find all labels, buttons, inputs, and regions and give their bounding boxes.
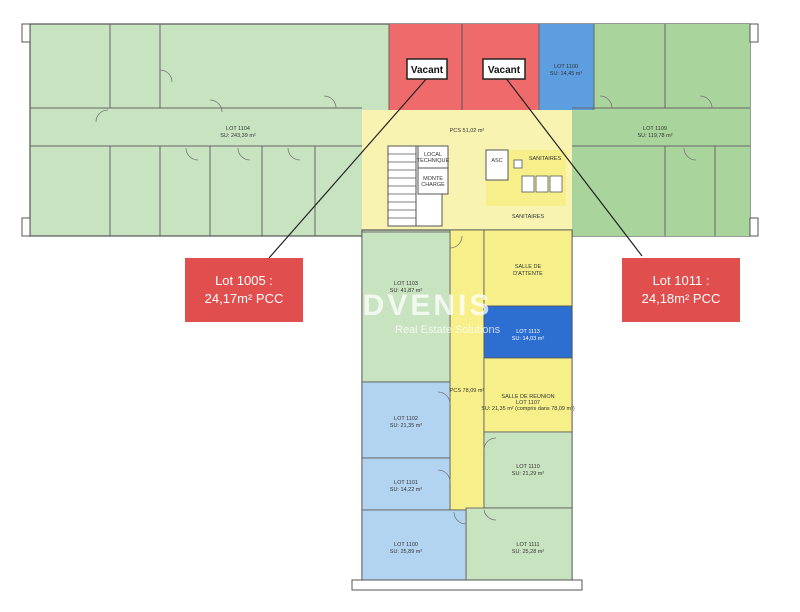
vacant-a-text: Vacant [411, 65, 444, 76]
lot-1103-zone [361, 231, 451, 383]
salle-attente-line2: D'ATTENTE [513, 271, 543, 277]
callout-lines [268, 76, 643, 259]
elevator [485, 149, 509, 181]
lot-1109-label: LOT 1109 [643, 126, 667, 132]
sanitary-cabins [513, 159, 563, 193]
lot-1101-zone [361, 457, 451, 511]
local-tech-line1: LOCAL [424, 152, 442, 158]
salle-reunion-line2: LOT 1107 [516, 400, 540, 406]
lot-1110-area: SU: 21,29 m² [512, 471, 545, 477]
lot-1100b-label: LOT 1100 [394, 542, 418, 548]
lot-1111-zone [465, 507, 573, 581]
sanitaires-bottom: SANITAIRES [512, 214, 545, 220]
callout-right-line2: 24,18m² PCC [641, 291, 721, 306]
monte-line1: MONTE [423, 176, 443, 182]
lot-1113-label: LOT 1113 [516, 329, 540, 335]
local-tech-line2: TECHNIQUE [417, 158, 450, 164]
callout-lot-1011: Lot 1011 : 24,18m² PCC [622, 258, 740, 322]
bottom-door-arcs [437, 235, 497, 525]
watermark: ADVENIS Real Estate Solutions [297, 287, 501, 336]
facade-bottom [351, 579, 583, 591]
lot-1100-zone [539, 24, 594, 110]
top-wing-walls [30, 24, 750, 236]
room-labels: LOT 1104 SU: 243,39 m² LOT 1100 SU: 14,4… [220, 64, 672, 555]
lot-1100-label: LOT 1100 [554, 64, 578, 70]
salle-reunion-line3: SU: 21,35 m² (compris dans 78,09 m²) [481, 406, 575, 412]
callout-lot-1005: Lot 1005 : 24,17m² PCC [185, 258, 303, 322]
right-wing-zone-2 [565, 110, 635, 236]
salle-reunion [483, 357, 573, 433]
lot-1102-label: LOT 1102 [394, 416, 418, 422]
lot-1113-area: SU: 14,03 m² [512, 336, 545, 342]
lot-1102-zone [361, 381, 451, 459]
monte-line2: CHARGE [421, 182, 445, 188]
lot-1101-area: SU: 14,22 m² [390, 487, 423, 493]
lot-1100-area: SU: 14,45 m² [550, 71, 583, 77]
watermark-brand: ADVENIS [338, 289, 492, 322]
lot-1110-label: LOT 1110 [516, 464, 540, 470]
vacant-b-text: Vacant [488, 65, 521, 76]
lot-1101-label: LOT 1101 [394, 480, 418, 486]
facade-end-right [749, 23, 759, 43]
pcs-top-label: PCS 51,02 m² [450, 128, 485, 134]
lot-1104-label: LOT 1104 [226, 126, 250, 132]
salle-attente [483, 229, 573, 307]
lot-1110-zone [483, 431, 573, 509]
pcs-mid-label: PCS 78,09 m² [450, 388, 485, 394]
monte-charge [417, 167, 449, 195]
callout-right-line1: Lot 1011 : [652, 273, 710, 288]
lot-1103-label: LOT 1103 [394, 281, 418, 287]
lot-1104-area: SU: 243,39 m² [220, 133, 256, 139]
lot-1100b-zone [361, 509, 467, 581]
lot-1111-label: LOT 1111 [516, 542, 539, 548]
vacant-badge-b: Vacant [482, 58, 526, 80]
salle-reunion-line1: SALLE DE REUNION [501, 394, 554, 400]
salle-attente-line1: SALLE DE [515, 264, 542, 270]
lot-1109-area: SU: 119,78 m² [637, 133, 672, 139]
callout-left-line2: 24,17m² PCC [204, 291, 284, 306]
door-arcs [95, 69, 713, 161]
lot-1113-zone [483, 305, 573, 359]
lot-1111-area: SU: 25,28 m² [512, 549, 545, 555]
facade-end-left [21, 23, 31, 43]
facade-end-left-b [21, 217, 31, 237]
watermark-tagline: Real Estate Solutions [395, 324, 501, 336]
lot-1100b-area: SU: 25,89 m² [390, 549, 423, 555]
sanitaires-top: SANITAIRES [529, 156, 562, 162]
callout-left-line1: Lot 1005 : [215, 273, 273, 288]
lot-1103-area: SU: 41,87 m² [390, 288, 423, 294]
corridor [449, 229, 485, 511]
facade-end-right-b [749, 217, 759, 237]
lot-1102-area: SU: 21,35 m² [390, 423, 423, 429]
vacant-badge-a: Vacant [406, 58, 448, 80]
asc-label: ASC [491, 158, 502, 164]
